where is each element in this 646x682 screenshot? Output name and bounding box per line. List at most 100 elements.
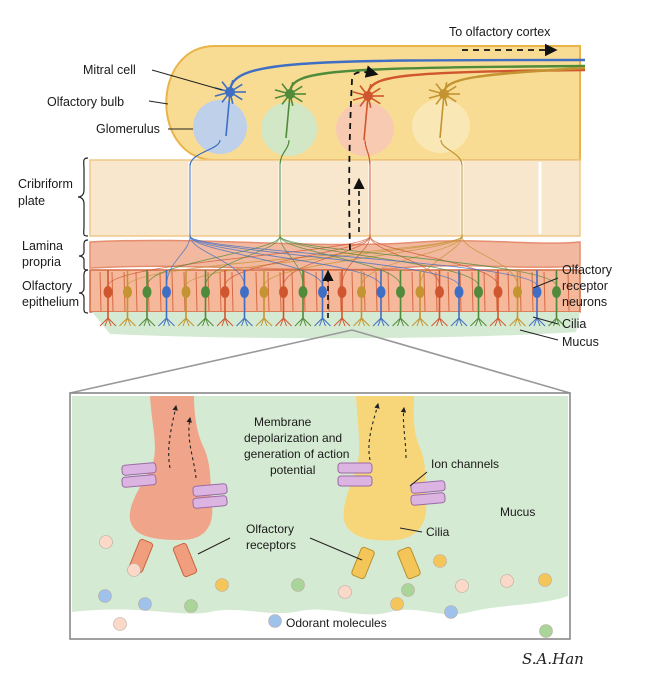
cilium [314,317,323,327]
cilium [380,317,390,327]
membrane-label-1: Membrane [254,415,312,429]
cilium [263,317,273,327]
cilium [416,317,421,327]
odorant-molecule [99,535,113,549]
cilium [533,317,538,327]
layer-brackets [77,157,89,314]
orn-label-1: Olfactory [562,263,613,277]
epithelium-label-2: epithelium [22,295,79,309]
membrane-label-2: depolarization and [244,431,342,445]
cilium [182,317,187,327]
cilium [419,317,429,327]
cell-divider [99,271,102,312]
odorant-molecule [500,574,514,588]
cilium [283,317,292,327]
glomerulus-blue [193,100,247,154]
cilium [302,317,312,327]
leader-lines [148,69,559,341]
cilium [107,317,117,327]
mitral-soma [225,87,235,97]
signal-path-arrow [348,65,379,251]
cell-divider [447,271,450,312]
cell-divider [507,271,510,312]
signature: S.A.Han [522,650,584,668]
orn-cell-body [396,286,405,298]
cilium [470,317,479,327]
cilium [517,317,526,327]
orn-cell-body [532,286,542,298]
cell-divider [387,271,390,312]
cilium [216,317,226,327]
cilium [400,317,404,327]
cilium [380,317,385,327]
olfactory-receptor-neurons [103,270,561,318]
cilium [119,317,128,327]
cilium [224,317,234,327]
cilium [99,317,109,327]
cribriform-label-1: Cribriform [18,177,73,191]
epithelium-label-1: Olfactory [22,279,73,293]
olfactory-bulb-label: Olfactory bulb [47,95,124,109]
cell-divider [171,271,174,312]
mitral-cell-label: Mitral cell [83,63,136,77]
cilia-label: Cilia [562,317,586,331]
mitral-primary-dendrite [225,91,231,137]
orn-cell-body [259,286,269,298]
orn-cell-body [220,286,230,298]
orn-cell-body [318,286,327,298]
cilium [107,317,112,327]
orn-cell-body [376,286,386,298]
membrane-label-3: generation of action [244,447,349,461]
cilium [478,317,487,327]
odorant-molecule [539,624,553,638]
orn-cell-body [415,286,425,298]
mitral-primary-dendrite [439,93,445,139]
lamina-label-2: propria [22,255,61,269]
cilium [185,317,190,327]
odorant-molecule [433,554,447,568]
cilium [397,317,401,327]
axon [440,139,518,287]
odorant-molecule [401,583,415,597]
cilium [392,317,401,327]
cilium [361,317,370,327]
odorant-molecule [390,597,404,611]
cribriform-label-2: plate [18,194,45,208]
odorant-molecule [127,563,141,577]
mitral-soma [439,89,449,99]
odorant-molecules [98,535,553,638]
cilium [411,317,421,327]
cilium [400,317,409,327]
cilium [205,317,209,327]
cilium-yellow [343,396,427,541]
mitral-primary-dendrite [363,95,369,141]
inset-leaders [197,471,428,561]
cell-divider [231,271,234,312]
cilium [341,317,351,327]
cell-divider [375,271,378,312]
glomerulus-green [261,102,317,156]
cell-divider [255,271,258,312]
orn-cell-body [142,286,152,298]
cell-divider [135,271,138,312]
to-cortex-label: To olfactory cortex [449,25,551,39]
cilium [166,317,175,327]
cell-divider [543,271,546,312]
cilium [241,317,245,327]
cilium [319,317,323,327]
orn-cell-body [337,286,347,298]
ion-channels-label: Ion channels [431,457,499,471]
orn-cell-body [103,286,113,298]
cilium [166,317,170,327]
cilium [556,317,565,327]
cilium [478,317,482,327]
cilium [338,317,343,327]
cilium [322,317,326,327]
glomerulus-label: Glomerulus [96,122,160,136]
odorant-molecule [455,579,469,593]
cell-divider [291,271,294,312]
membrane-label-4: potential [270,463,315,477]
inset-cilia-label: Cilia [426,525,450,539]
cilium [553,317,557,327]
